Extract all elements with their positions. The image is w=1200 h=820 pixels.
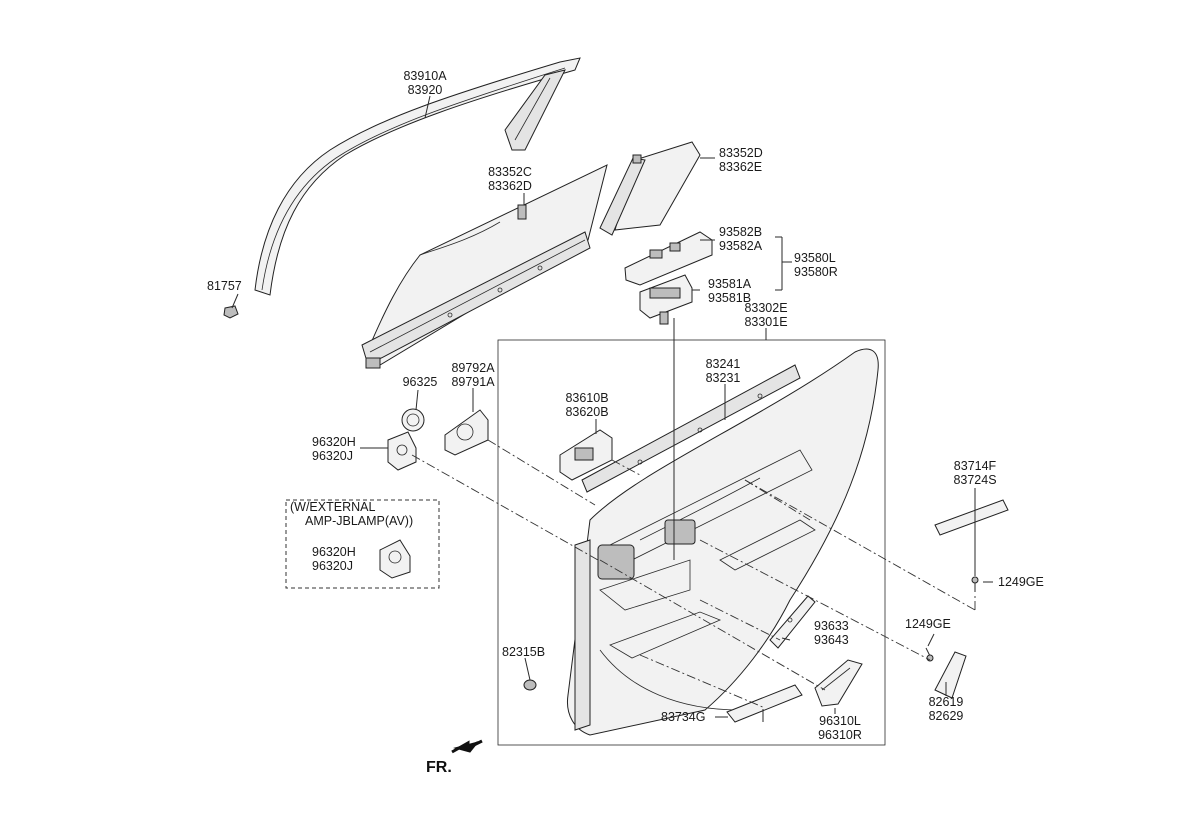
cover-82619 [934, 651, 967, 699]
label-83362D: 83362D [488, 179, 532, 193]
label-82315B: 82315B [502, 645, 545, 659]
screw-1249GE-right [971, 576, 979, 592]
clip-81757 [223, 305, 239, 319]
label-89791A: 89791A [451, 375, 495, 389]
lamp-96310 [814, 659, 863, 707]
label-93643: 93643 [814, 633, 849, 647]
switch-93633 [769, 595, 816, 649]
quarter-glass [599, 141, 701, 236]
label-82629: 82629 [929, 709, 964, 723]
label-83231: 83231 [706, 371, 741, 385]
tweeter-speaker [387, 408, 425, 471]
label-83352D: 83352D [719, 146, 763, 160]
label-82619: 82619 [929, 695, 964, 709]
label-89792A: 89792A [451, 361, 495, 375]
label-93581A: 93581A [708, 277, 752, 291]
door-trim-panel [497, 339, 886, 746]
label-ext-amp-line1: (W/EXTERNAL [290, 500, 375, 514]
label-96320H-a: 96320H [312, 435, 356, 449]
label-93582B: 93582B [719, 225, 762, 239]
front-arrow-icon [451, 739, 483, 754]
label-93580L: 93580L [794, 251, 836, 265]
label-93633: 93633 [814, 619, 849, 633]
label-96320J-a: 96320J [312, 449, 353, 463]
label-96325: 96325 [403, 375, 438, 389]
label-83620B: 83620B [565, 405, 608, 419]
label-83724S: 83724S [953, 473, 996, 487]
screw-1249GE-lower [925, 647, 934, 662]
garnish-83714F [934, 499, 1009, 536]
label-83301E: 83301E [744, 315, 787, 329]
grommet-82315B [523, 679, 537, 691]
label-96320J-b: 96320J [312, 559, 353, 573]
speaker-bracket [444, 409, 489, 456]
window-run-channel [254, 57, 581, 296]
leader-lines [231, 95, 993, 722]
label-93582A: 93582A [719, 239, 763, 253]
label-83910A: 83910A [403, 69, 447, 83]
label-96310R: 96310R [818, 728, 862, 742]
pad-83734G [726, 684, 803, 723]
label-83302E: 83302E [744, 301, 787, 315]
label-81757: 81757 [207, 279, 242, 293]
part-labels: 83910A 83920 83352C 83362D 83352D 83362E… [207, 69, 1044, 776]
label-ext-amp-line2: AMP-JBLAMP(AV)) [305, 514, 413, 528]
label-83714F: 83714F [954, 459, 997, 473]
label-93581B: 93581B [708, 291, 751, 305]
assembly-lines [411, 439, 976, 709]
power-window-switch [639, 274, 693, 325]
label-83352C: 83352C [488, 165, 532, 179]
belt-moulding [581, 364, 801, 493]
label-1249GE-right: 1249GE [998, 575, 1044, 589]
switch-bezel [624, 231, 713, 286]
label-96320H-b: 96320H [312, 545, 356, 559]
label-fr: FR. [426, 759, 452, 776]
label-83362E: 83362E [719, 160, 762, 174]
external-amp-box [285, 499, 440, 589]
label-96310L: 96310L [819, 714, 861, 728]
label-83610B: 83610B [565, 391, 608, 405]
label-83734G: 83734G [661, 710, 705, 724]
label-1249GE-lower: 1249GE [905, 617, 951, 631]
label-83241: 83241 [706, 357, 741, 371]
window-glass-regulator [361, 164, 608, 369]
label-83920: 83920 [408, 83, 443, 97]
label-93580R: 93580R [794, 265, 838, 279]
